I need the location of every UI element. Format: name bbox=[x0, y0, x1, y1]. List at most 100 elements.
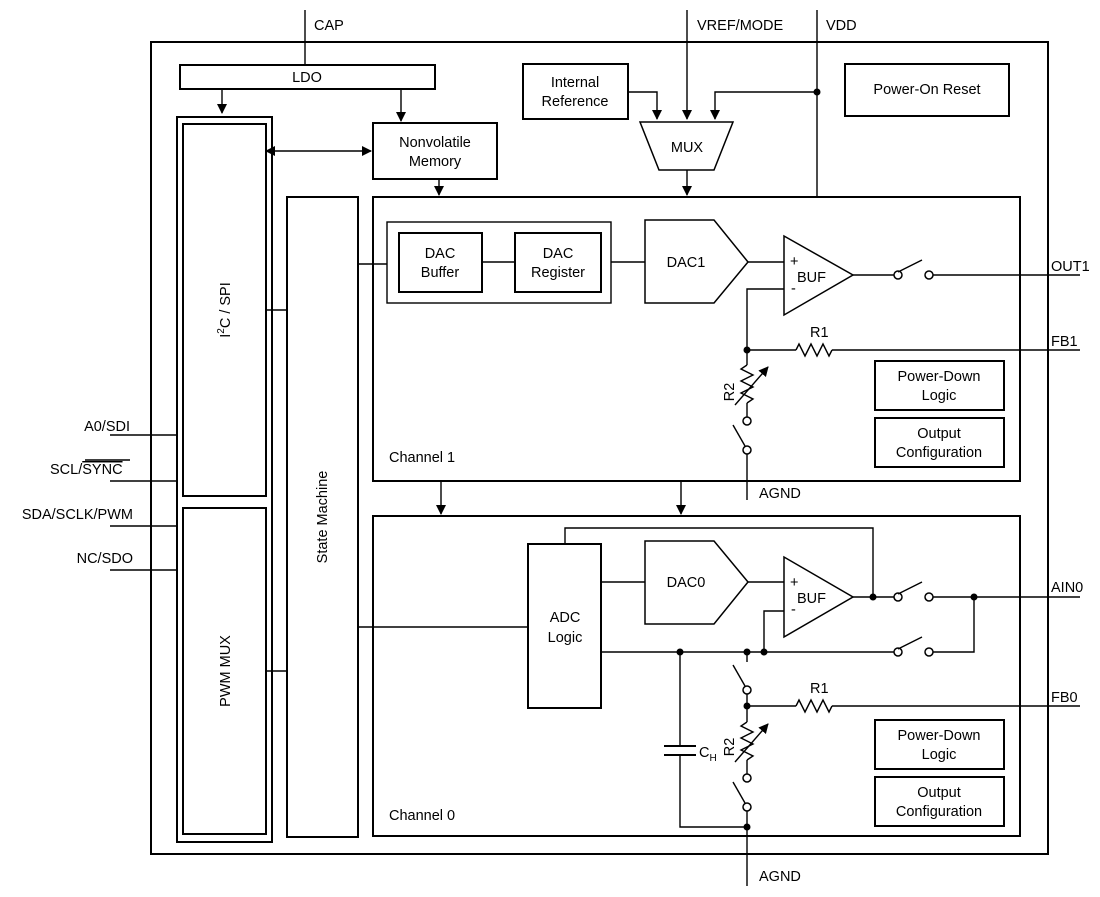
ch1-dac-buffer-block bbox=[398, 232, 483, 293]
nvm-label-line2: Memory bbox=[409, 154, 462, 170]
ch0-feedback-node bbox=[760, 648, 768, 656]
ch0-r1-label: R1 bbox=[810, 681, 829, 697]
ch0-agnd-label: AGND bbox=[759, 869, 801, 885]
vref-mode-pin-label: VREF/MODE bbox=[697, 18, 784, 34]
ch1-buf-minus: - bbox=[791, 281, 796, 297]
fb1-pin-label: FB1 bbox=[1051, 334, 1078, 350]
ch1-switch-terminal-a bbox=[893, 270, 903, 280]
ch1-gnd-switch-terminal-b bbox=[742, 445, 752, 455]
ch0-gnd-switch bbox=[732, 781, 746, 804]
channel-0-block bbox=[372, 515, 1021, 837]
ch1-output-configuration-block bbox=[874, 417, 1005, 468]
fb0-pin-label: FB0 bbox=[1051, 690, 1078, 706]
ch0-output-switch bbox=[897, 581, 923, 595]
ch1-power-down-logic-block bbox=[874, 360, 1005, 411]
adc-logic-block bbox=[527, 543, 602, 709]
ch0-output-switch-terminal-b bbox=[924, 592, 934, 602]
iref-label-line2: Reference bbox=[542, 94, 609, 110]
i2c-spi-block bbox=[182, 123, 267, 497]
scl-sync-pin-label: SCL/SYNC bbox=[50, 462, 123, 478]
ch1-r1-label: R1 bbox=[810, 325, 829, 341]
ch1-gnd-switch bbox=[732, 424, 746, 447]
vdd-junction-dot bbox=[813, 88, 821, 96]
pwm-mux-block bbox=[182, 507, 267, 835]
ch1-r2-resistor bbox=[739, 364, 755, 404]
ch0-buf-output-node bbox=[869, 593, 877, 601]
por-label: Power-On Reset bbox=[873, 82, 980, 98]
ch-label: CH bbox=[699, 745, 717, 764]
ch0-oc-line1: Output bbox=[917, 785, 961, 801]
ch1-oc-line1: Output bbox=[917, 426, 961, 442]
ch1-buf-plus: + bbox=[790, 254, 798, 270]
ch1-dac-register-line1: DAC bbox=[543, 246, 574, 262]
dac0-label: DAC0 bbox=[667, 575, 706, 591]
channel-1-label: Channel 1 bbox=[389, 450, 455, 466]
ch0-r1-resistor bbox=[795, 698, 833, 714]
ch0-r2-label: R2 bbox=[722, 738, 738, 757]
ch0-gnd-switch-terminal-a bbox=[742, 773, 752, 783]
ch0-sense-switch-terminal-b bbox=[924, 647, 934, 657]
vdd-to-mux-wire bbox=[710, 91, 817, 120]
nonvolatile-memory-block bbox=[372, 122, 498, 180]
ch0-pdl-line1: Power-Down bbox=[898, 728, 981, 744]
ch0-sense-switch-terminal-a bbox=[893, 647, 903, 657]
reference-mux-block bbox=[638, 121, 735, 171]
ch1-dac-buffer-line2: Buffer bbox=[421, 265, 460, 281]
ch0-buf-label: BUF bbox=[797, 591, 826, 607]
cap-pin-label: CAP bbox=[314, 18, 344, 34]
ch1-r2-label: R2 bbox=[722, 383, 738, 402]
ch1-buffer-amplifier bbox=[783, 234, 855, 317]
nvm-label-line1: Nonvolatile bbox=[399, 135, 471, 151]
nc-sdo-pin-label: NC/SDO bbox=[77, 551, 133, 567]
state-machine-label: State Machine bbox=[315, 471, 331, 564]
ch0-buf-minus: - bbox=[791, 602, 796, 618]
ch0-mid-switch bbox=[732, 664, 746, 687]
sda-sclk-pwm-pin-label: SDA/SCLK/PWM bbox=[22, 507, 133, 523]
ch0-pdl-line2: Logic bbox=[922, 747, 957, 763]
ch0-buf-plus: + bbox=[790, 575, 798, 591]
iref-to-mux-wire bbox=[628, 91, 662, 120]
interface-column-outline bbox=[176, 116, 273, 843]
ch1-r2-variable-arrow bbox=[734, 366, 769, 406]
ch1-dac-register-block bbox=[514, 232, 602, 293]
internal-reference-block bbox=[522, 63, 629, 120]
out1-pin-label: OUT1 bbox=[1051, 259, 1090, 275]
iref-label-line1: Internal bbox=[551, 75, 599, 91]
adc-sense-wire bbox=[564, 527, 874, 597]
ch1-oc-line2: Configuration bbox=[896, 445, 982, 461]
ch1-dac-register-line2: Register bbox=[531, 265, 585, 281]
ldo-label: LDO bbox=[292, 70, 322, 86]
adc-logic-line1: ADC bbox=[550, 610, 581, 626]
ch1-r1-resistor bbox=[795, 342, 833, 358]
ain0-pin-label: AIN0 bbox=[1051, 580, 1083, 596]
ch0-output-switch-terminal-a bbox=[893, 592, 903, 602]
mux-label: MUX bbox=[671, 140, 704, 156]
dac1-label: DAC1 bbox=[667, 255, 706, 271]
ch0-output-configuration-block bbox=[874, 776, 1005, 827]
state-machine-block bbox=[286, 196, 359, 838]
ch0-mid-switch-terminal bbox=[742, 685, 752, 695]
dac0-block bbox=[644, 540, 749, 625]
ch1-feedback-wire bbox=[746, 288, 784, 350]
ch1-agnd-label: AGND bbox=[759, 486, 801, 502]
ch0-r2-resistor bbox=[739, 721, 755, 761]
ch1-pdl-line1: Power-Down bbox=[898, 369, 981, 385]
ch0-power-down-logic-block bbox=[874, 719, 1005, 770]
ch0-gnd-switch-terminal-b bbox=[742, 802, 752, 812]
ch1-switch-terminal-b bbox=[924, 270, 934, 280]
ch0-feedback-wire bbox=[763, 610, 784, 652]
ch1-buf-label: BUF bbox=[797, 270, 826, 286]
device-outline bbox=[150, 41, 1049, 855]
ch-lead-bottom bbox=[679, 755, 747, 828]
i2c-spi-label: I2C / SPI bbox=[216, 282, 234, 338]
ch0-sense-return-wire bbox=[933, 597, 975, 653]
dac1-block bbox=[644, 219, 749, 304]
a0-sdi-pin-label: A0/SDI bbox=[84, 419, 130, 435]
pwm-mux-label: PWM MUX bbox=[218, 635, 234, 707]
ch0-r2-variable-arrow bbox=[734, 723, 769, 763]
ch0-oc-line2: Configuration bbox=[896, 804, 982, 820]
ch1-gnd-switch-terminal-a bbox=[742, 416, 752, 426]
ch1-dac-buffer-line1: DAC bbox=[425, 246, 456, 262]
ch0-sense-switch bbox=[897, 636, 923, 650]
